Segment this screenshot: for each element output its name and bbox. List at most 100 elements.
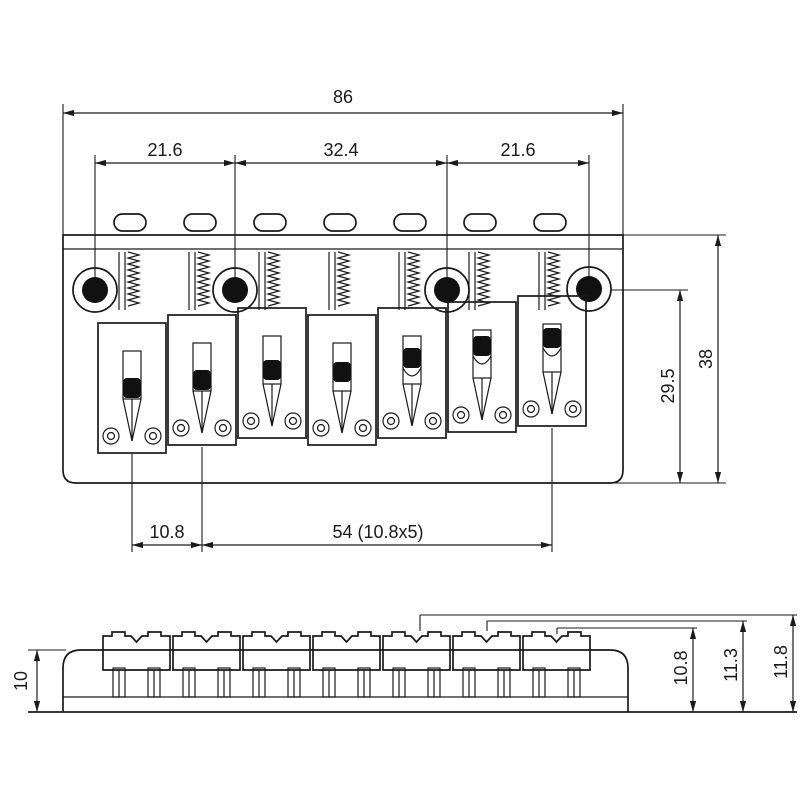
screw-head bbox=[312, 419, 330, 437]
saddle-side-6 bbox=[452, 631, 521, 698]
base-plate-side bbox=[62, 649, 629, 712]
saddle-body bbox=[167, 314, 237, 446]
post-ring bbox=[424, 267, 470, 313]
height-screw-right bbox=[424, 412, 442, 430]
saddle-side-4 bbox=[312, 631, 381, 698]
screw-socket bbox=[288, 416, 298, 426]
screw-socket bbox=[106, 431, 116, 441]
post-center bbox=[576, 276, 602, 302]
dim-depth: 38 29.5 bbox=[610, 234, 726, 484]
post-center bbox=[434, 277, 460, 303]
dim-post-spacing: 21.6 32.4 21.6 bbox=[94, 140, 590, 290]
saddle-body bbox=[447, 301, 517, 433]
height-screw-left bbox=[102, 427, 120, 445]
saddle-side-5 bbox=[382, 631, 451, 698]
dim-label-center-spacing: 32.4 bbox=[323, 140, 358, 160]
height-screw-right bbox=[144, 427, 162, 445]
dim-label-overall-width: 86 bbox=[333, 87, 353, 107]
string-groove-v bbox=[542, 371, 562, 415]
mounting-post-2 bbox=[212, 267, 258, 313]
post-center bbox=[82, 277, 108, 303]
screw-socket bbox=[568, 404, 578, 414]
screw-socket bbox=[526, 404, 536, 414]
string-slot-4 bbox=[323, 213, 357, 232]
saddle-block bbox=[382, 631, 451, 671]
string-contact bbox=[473, 336, 491, 356]
string-groove-v bbox=[472, 377, 492, 421]
contact-edge bbox=[542, 347, 562, 357]
screw-head bbox=[102, 427, 120, 445]
screw-socket bbox=[316, 423, 326, 433]
intonation-spring-1 bbox=[118, 251, 142, 310]
saddle-7 bbox=[517, 295, 587, 427]
screw-head bbox=[564, 400, 582, 418]
string-contact bbox=[403, 348, 421, 368]
saddle-body bbox=[517, 295, 587, 427]
saddle-side-2 bbox=[172, 631, 241, 698]
dim-overall-width: 86 bbox=[62, 87, 624, 235]
dim-label-plate-height: 10 bbox=[11, 671, 31, 691]
saddle-block bbox=[102, 631, 171, 671]
string-groove-v bbox=[192, 390, 212, 434]
contact-edge bbox=[472, 355, 492, 365]
intonation-spring-2 bbox=[188, 251, 212, 310]
dim-label-saddle-high: 11.8 bbox=[771, 645, 791, 679]
saddle-body bbox=[307, 314, 377, 446]
string-contact bbox=[193, 370, 211, 390]
saddle-body bbox=[377, 307, 447, 439]
side-view: 10 10.8 11.3 11.8 bbox=[11, 614, 797, 713]
contact-edge bbox=[402, 367, 422, 377]
mounting-post-1 bbox=[72, 267, 118, 313]
post-center bbox=[222, 277, 248, 303]
screw-socket bbox=[176, 423, 186, 433]
string-slot-5 bbox=[393, 213, 427, 232]
string-slot-1 bbox=[113, 213, 147, 232]
string-contact bbox=[123, 378, 141, 398]
dim-label-left-spacing: 21.6 bbox=[147, 140, 182, 160]
string-slot-3 bbox=[253, 213, 287, 232]
string-slot-6 bbox=[463, 213, 497, 232]
screw-socket bbox=[498, 410, 508, 420]
saddle-block bbox=[242, 631, 311, 671]
screw-socket bbox=[456, 410, 466, 420]
screw-head bbox=[172, 419, 190, 437]
height-screw-right bbox=[214, 419, 232, 437]
top-view: 86 21.6 32.4 21.6 38 29.5 bbox=[62, 87, 726, 552]
screw-head bbox=[214, 419, 232, 437]
intonation-springs bbox=[118, 251, 562, 310]
spring-coil bbox=[545, 251, 562, 307]
string-groove-v bbox=[332, 390, 352, 434]
height-screw-left bbox=[312, 419, 330, 437]
screw-head bbox=[382, 412, 400, 430]
height-screw-left bbox=[522, 400, 540, 418]
dim-string-spacing: 10.8 54 (10.8x5) bbox=[131, 428, 553, 552]
height-screw-right bbox=[354, 419, 372, 437]
screw-head bbox=[144, 427, 162, 445]
saddle-3 bbox=[237, 307, 307, 439]
intonation-spring-3 bbox=[258, 251, 282, 310]
string-groove-v bbox=[262, 383, 282, 427]
string-contact bbox=[543, 328, 561, 348]
intonation-spring-6 bbox=[468, 251, 492, 310]
screw-head bbox=[452, 406, 470, 424]
post-ring bbox=[212, 267, 258, 313]
spring-coil bbox=[335, 251, 352, 307]
saddle-block bbox=[452, 631, 521, 671]
screw-socket bbox=[246, 416, 256, 426]
screw-socket bbox=[386, 416, 396, 426]
screw-head bbox=[284, 412, 302, 430]
saddle-5 bbox=[377, 307, 447, 439]
height-screw-left bbox=[452, 406, 470, 424]
string-slots bbox=[113, 213, 567, 232]
dim-saddle-heights: 10.8 11.3 11.8 bbox=[419, 614, 797, 712]
string-contact bbox=[333, 362, 351, 382]
height-screw-left bbox=[172, 419, 190, 437]
height-screw-left bbox=[382, 412, 400, 430]
mounting-posts bbox=[72, 266, 612, 313]
screw-head bbox=[354, 419, 372, 437]
dim-label-saddle-low: 10.8 bbox=[671, 650, 691, 685]
string-slot-2 bbox=[183, 213, 217, 232]
saddle-body bbox=[237, 307, 307, 439]
string-groove-v bbox=[402, 383, 422, 427]
